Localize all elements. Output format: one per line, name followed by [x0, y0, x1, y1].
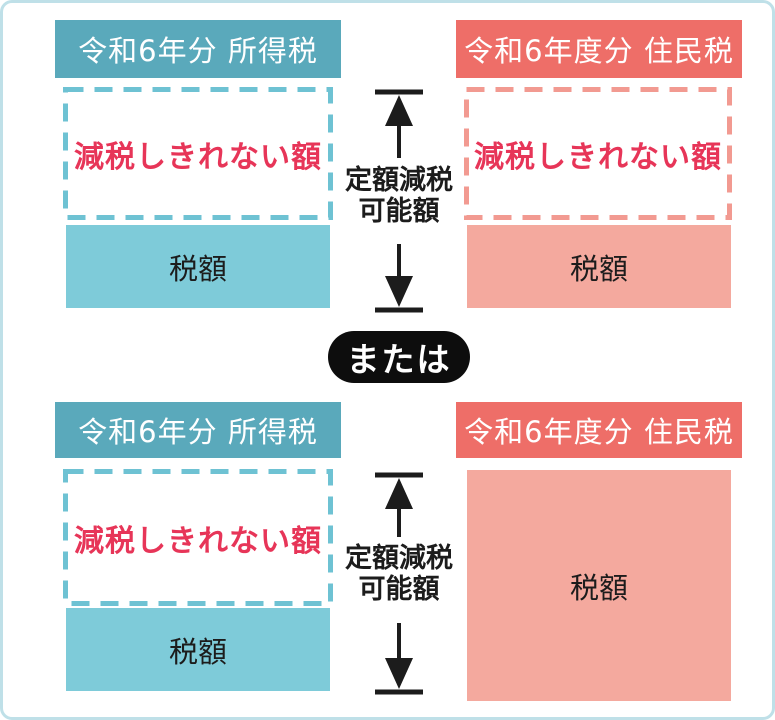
- teal-dashed-border: [63, 87, 333, 220]
- teal-dashed-border: [63, 469, 333, 606]
- bottom-resident-tax-amount-box: 税額: [467, 470, 731, 701]
- top-resident-tax-header: 令和6年度分 住民税: [456, 20, 742, 78]
- bottom-deduction-label-line1: 定額減税: [345, 543, 453, 574]
- top-deduction-label-line2: 可能額: [358, 196, 440, 227]
- top-income-tax-header: 令和6年分 所得税: [55, 20, 341, 78]
- bottom-income-uncredited-label: 減税しきれない額: [74, 523, 322, 559]
- pink-dashed-border: [464, 87, 732, 220]
- top-income-uncredited-label: 減税しきれない額: [74, 139, 322, 175]
- top-income-uncredited-box: 減税しきれない額: [63, 87, 333, 220]
- top-resident-tax-amount-box: 税額: [467, 225, 731, 308]
- bottom-deduction-possible-label: 定額減税 可能額: [324, 543, 474, 605]
- top-deduction-label-line1: 定額減税: [345, 165, 453, 196]
- top-resident-uncredited-label: 減税しきれない額: [474, 139, 722, 175]
- bottom-resident-tax-header: 令和6年度分 住民税: [456, 402, 742, 458]
- bottom-income-uncredited-box: 減税しきれない額: [63, 469, 333, 606]
- top-deduction-range-arrow-icon: [375, 89, 423, 313]
- top-resident-uncredited-box: 減税しきれない額: [464, 87, 732, 220]
- top-deduction-possible-label: 定額減税 可能額: [324, 165, 474, 227]
- bottom-deduction-range-arrow-icon: [375, 472, 423, 695]
- bottom-deduction-label-line2: 可能額: [358, 574, 440, 605]
- top-income-tax-amount-box: 税額: [66, 225, 330, 308]
- bottom-income-tax-header: 令和6年分 所得税: [55, 402, 341, 458]
- bottom-income-tax-amount-box: 税額: [66, 608, 330, 691]
- or-badge: または: [328, 331, 470, 383]
